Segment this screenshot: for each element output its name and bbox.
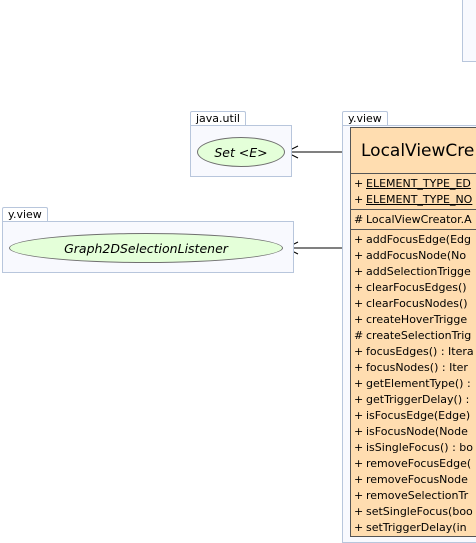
visibility-marker: + [354, 233, 364, 246]
visibility-marker: # [354, 213, 364, 226]
member-row[interactable]: +addFocusEdge(Edg [351, 232, 476, 248]
member-text: ELEMENT_TYPE_ED [366, 177, 471, 190]
member-row[interactable]: +removeFocusNode [351, 472, 476, 488]
member-row[interactable]: +addSelectionTrigge [351, 264, 476, 280]
member-row[interactable]: +getElementType() : [351, 376, 476, 392]
visibility-marker: + [354, 425, 364, 438]
member-text: isFocusEdge(Edge) [366, 409, 471, 422]
member-text: setTriggerDelay(in [366, 521, 467, 534]
member-text: addSelectionTrigge [366, 265, 471, 278]
methods-section: +addFocusEdge(Edg+addFocusNode(No+addSel… [351, 230, 476, 536]
member-row[interactable]: +removeFocusEdge( [351, 456, 476, 472]
member-row[interactable]: +focusEdges() : Itera [351, 344, 476, 360]
member-text: setSingleFocus(boo [366, 505, 473, 518]
visibility-marker: # [354, 329, 364, 342]
member-text: getElementType() : [366, 377, 471, 390]
member-text: removeFocusNode [366, 473, 468, 486]
member-text: createSelectionTrig [366, 329, 472, 342]
interface-graph2d-selection-listener[interactable]: Graph2DSelectionListener [9, 233, 283, 263]
visibility-marker: + [354, 457, 364, 470]
package-tab-java-util: java.util [190, 111, 246, 126]
package-tab-y-view-left: y.view [2, 207, 48, 222]
member-text: clearFocusEdges() [366, 281, 467, 294]
member-row[interactable]: +removeSelectionTr [351, 488, 476, 504]
visibility-marker: + [354, 265, 364, 278]
member-row[interactable]: +isFocusNode(Node [351, 424, 476, 440]
member-text: removeFocusEdge( [366, 457, 472, 470]
package-java-util: Set <E> [190, 125, 292, 177]
member-text: isFocusNode(Node [366, 425, 468, 438]
member-row[interactable]: #LocalViewCreator.A [351, 212, 476, 228]
interface-set[interactable]: Set <E> [197, 137, 285, 167]
partial-box-top-right [462, 0, 476, 62]
visibility-marker: + [354, 377, 364, 390]
member-row[interactable]: +getTriggerDelay() : [351, 392, 476, 408]
visibility-marker: + [354, 249, 364, 262]
visibility-marker: + [354, 345, 364, 358]
member-row[interactable]: +ELEMENT_TYPE_ED [351, 176, 476, 192]
member-text: getTriggerDelay() : [366, 393, 470, 406]
member-text: removeSelectionTr [366, 489, 469, 502]
visibility-marker: + [354, 281, 364, 294]
package-tab-y-view-main: y.view [342, 111, 388, 126]
visibility-marker: + [354, 441, 364, 454]
visibility-marker: + [354, 193, 364, 206]
visibility-marker: + [354, 393, 364, 406]
member-row[interactable]: +setTriggerDelay(in [351, 520, 476, 536]
class-title: LocalViewCre [351, 128, 476, 174]
visibility-marker: + [354, 313, 364, 326]
visibility-marker: + [354, 297, 364, 310]
package-y-view-left: Graph2DSelectionListener [2, 221, 294, 273]
member-text: ELEMENT_TYPE_NO [366, 193, 473, 206]
member-row[interactable]: +focusNodes() : Iter [351, 360, 476, 376]
member-row[interactable]: +isSingleFocus() : bo [351, 440, 476, 456]
member-row[interactable]: +setSingleFocus(boo [351, 504, 476, 520]
constructors-section: #LocalViewCreator.A [351, 210, 476, 230]
visibility-marker: + [354, 489, 364, 502]
member-text: LocalViewCreator.A [366, 213, 472, 226]
member-row[interactable]: +ELEMENT_TYPE_NO [351, 192, 476, 208]
member-text: isSingleFocus() : bo [366, 441, 474, 454]
member-text: createHoverTrigge [366, 313, 468, 326]
member-text: addFocusNode(No [366, 249, 467, 262]
visibility-marker: + [354, 177, 364, 190]
member-row[interactable]: +clearFocusNodes() [351, 296, 476, 312]
visibility-marker: + [354, 361, 364, 374]
visibility-marker: + [354, 505, 364, 518]
class-local-view-creator[interactable]: LocalViewCre +ELEMENT_TYPE_ED+ELEMENT_TY… [350, 127, 476, 537]
member-text: focusEdges() : Itera [366, 345, 474, 358]
fields-section: +ELEMENT_TYPE_ED+ELEMENT_TYPE_NO [351, 174, 476, 210]
member-row[interactable]: +createHoverTrigge [351, 312, 476, 328]
member-row[interactable]: +isFocusEdge(Edge) [351, 408, 476, 424]
visibility-marker: + [354, 473, 364, 486]
visibility-marker: + [354, 521, 364, 534]
member-row[interactable]: +clearFocusEdges() [351, 280, 476, 296]
member-row[interactable]: +addFocusNode(No [351, 248, 476, 264]
member-text: addFocusEdge(Edg [366, 233, 472, 246]
member-text: focusNodes() : Iter [366, 361, 468, 374]
member-text: clearFocusNodes() [366, 297, 468, 310]
visibility-marker: + [354, 409, 364, 422]
member-row[interactable]: #createSelectionTrig [351, 328, 476, 344]
